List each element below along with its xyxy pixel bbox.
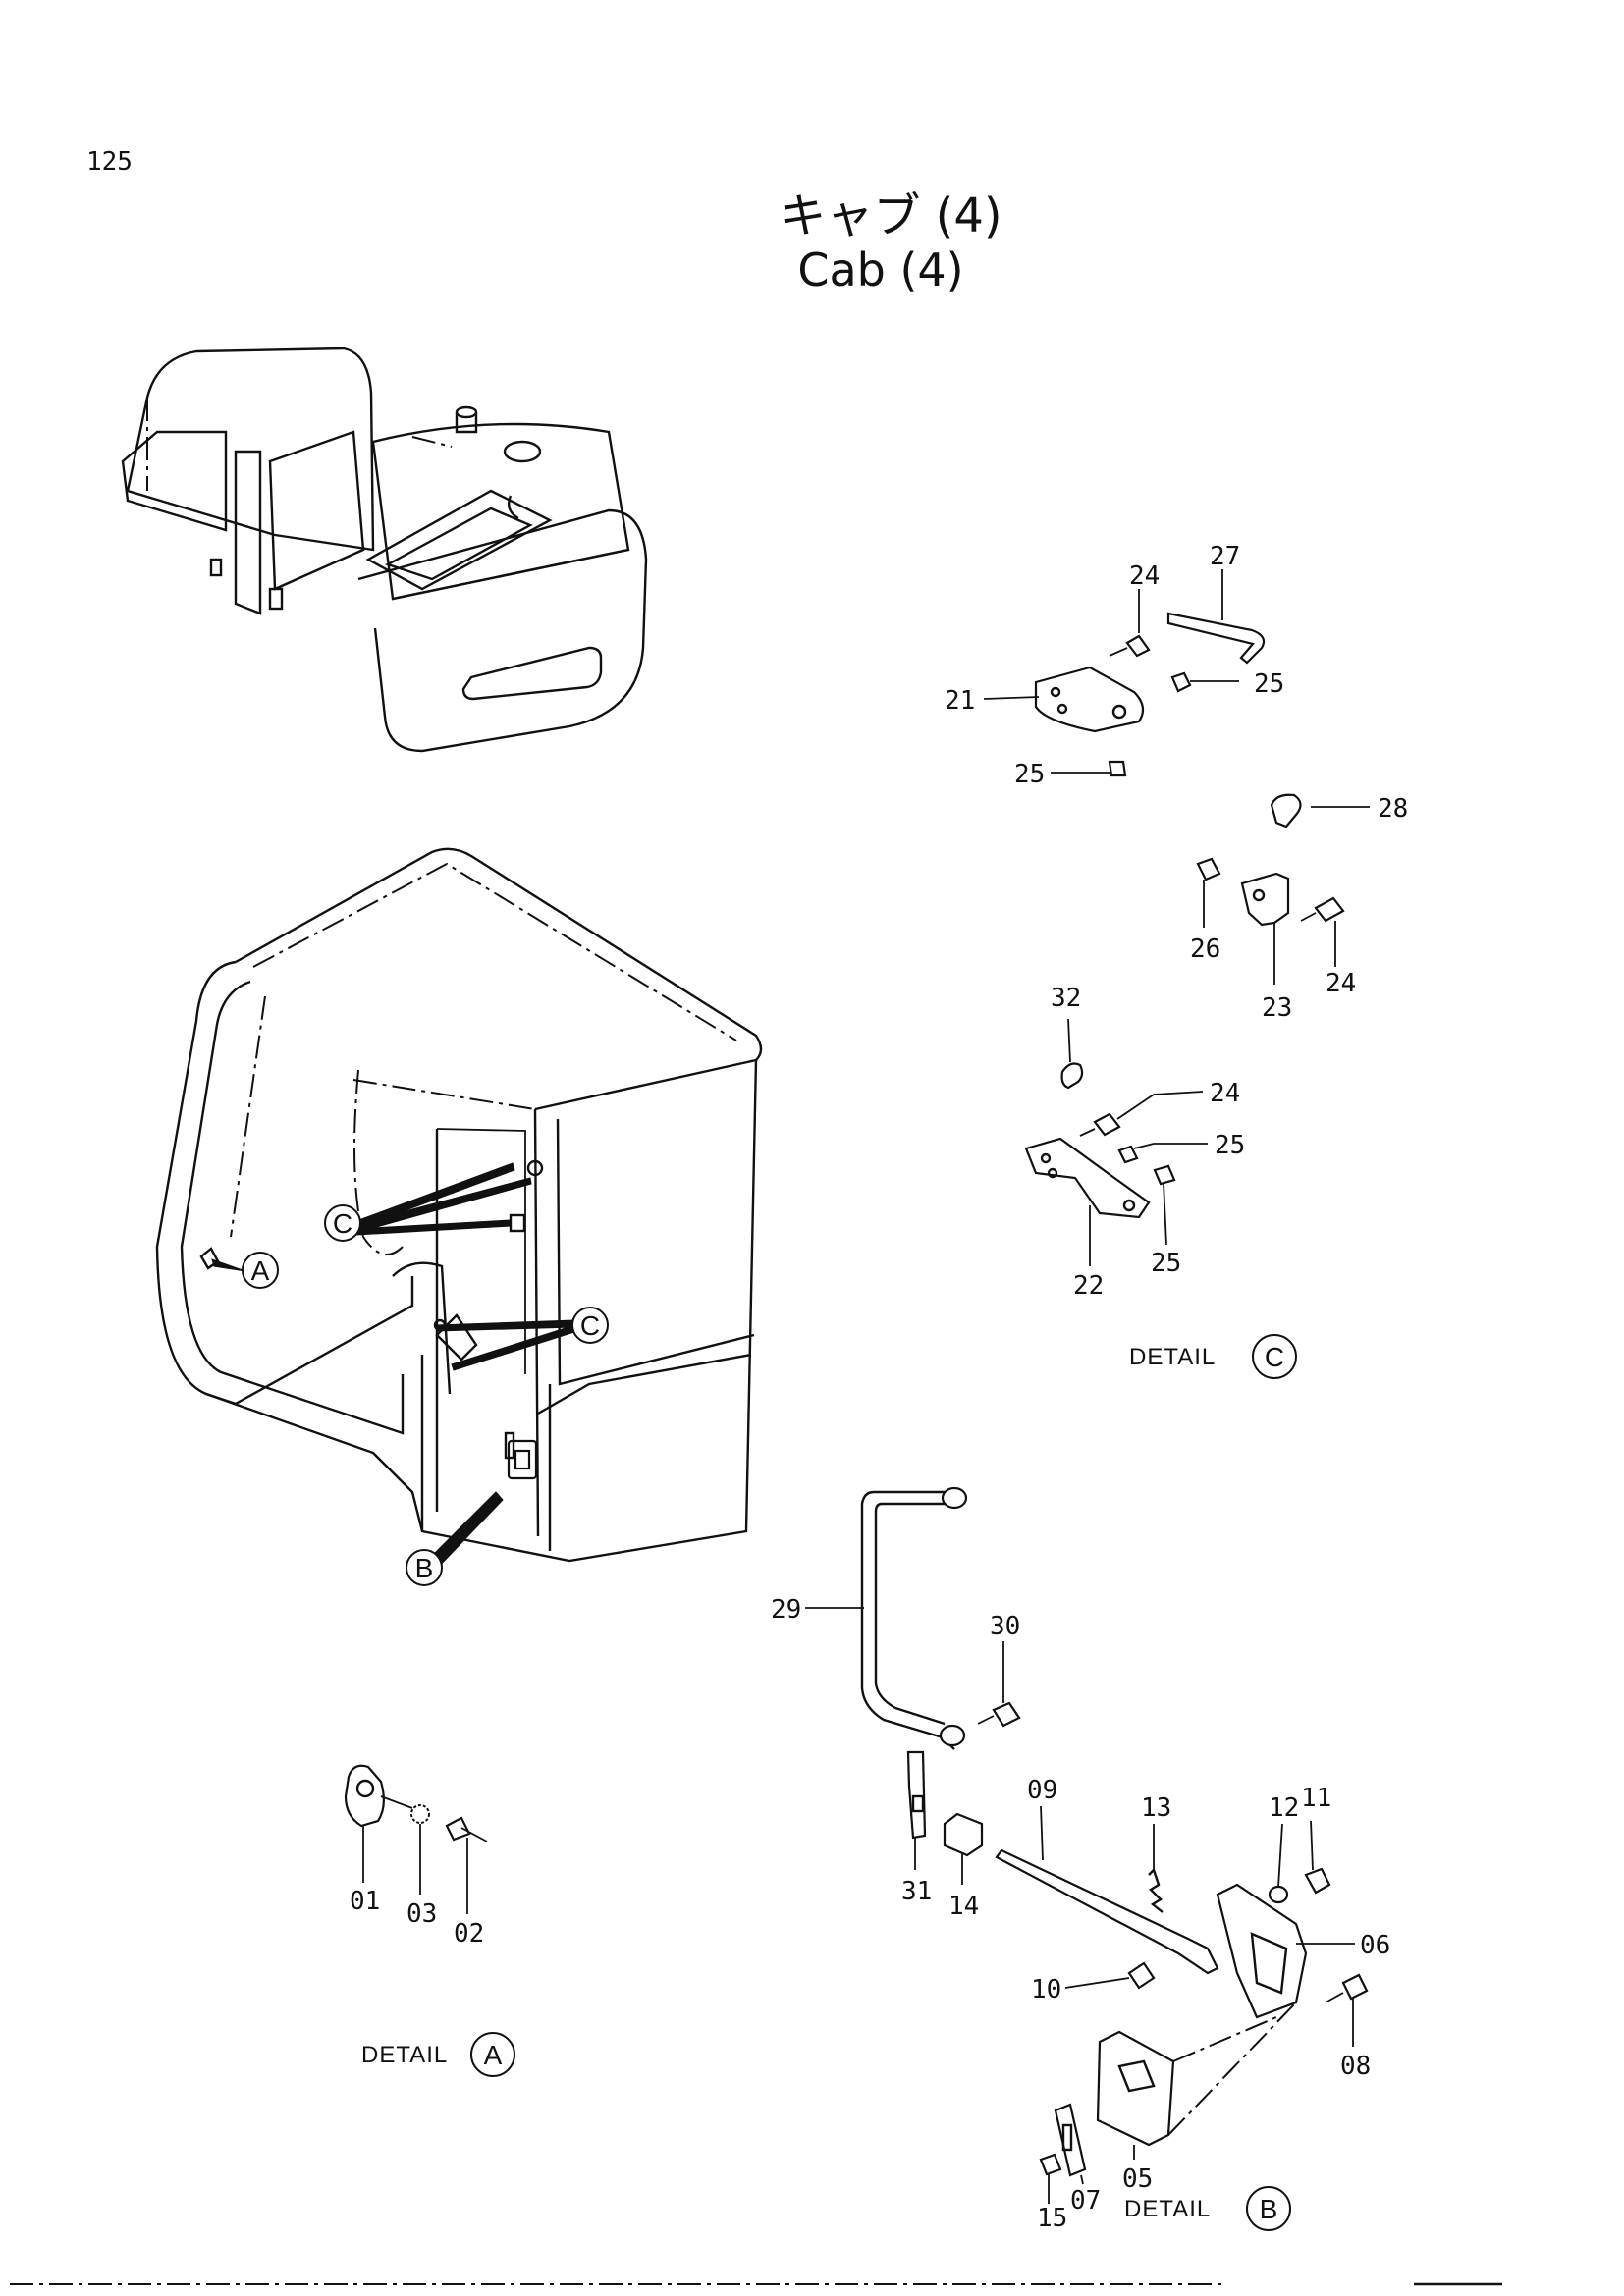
detail-c-parts [1024,612,1345,1219]
part-label-21: 21 [945,686,975,716]
part-label-31: 31 [901,1877,932,1906]
part-label-27: 27 [1210,542,1240,571]
page-number: 125 [86,147,133,177]
detail-b-parts [860,1486,1369,2177]
cab-detail-drawing [155,847,763,1563]
part-label-25: 25 [1215,1131,1245,1160]
part-label-03: 03 [406,1899,437,1929]
callout-label: C [580,1310,600,1341]
detail-label: DETAIL [1124,2196,1211,2222]
detail-caption-a: DETAIL A [361,2032,515,2077]
callout-label: B [415,1553,434,1583]
part-labels: 24 27 21 25 25 28 26 24 23 32 24 25 25 2… [350,542,1408,2233]
detail-letter: A [484,2040,503,2070]
part-label-10: 10 [1031,1975,1061,2004]
callout-c-upper: C [324,1162,532,1242]
part-label-32: 32 [1051,984,1081,1013]
detail-letter: C [1265,1342,1284,1372]
part-label-30: 30 [990,1612,1020,1641]
callout-label: A [251,1255,270,1286]
detail-a-leaders [362,1824,468,1914]
part-label-24: 24 [1326,969,1356,998]
part-label-13: 13 [1141,1793,1171,1823]
callout-label: C [333,1208,352,1239]
part-label-15: 15 [1037,2204,1067,2233]
part-label-26: 26 [1190,934,1220,964]
part-label-22: 22 [1073,1271,1104,1301]
part-label-25: 25 [1014,760,1045,789]
part-label-12: 12 [1269,1793,1299,1823]
callout-a: A [211,1252,279,1289]
part-label-23: 23 [1262,993,1292,1023]
part-label-24: 24 [1129,561,1160,591]
callout-c-lower: C [436,1307,609,1371]
part-label-24: 24 [1210,1079,1240,1108]
detail-label: DETAIL [361,2042,448,2068]
part-label-25: 25 [1151,1249,1181,1278]
page-title-japanese: キャブ (4) [779,188,1002,243]
detail-a-parts [344,1764,488,1842]
part-label-14: 14 [948,1892,979,1921]
part-label-05: 05 [1122,2164,1153,2194]
detail-c-leaders [983,569,1370,1266]
part-label-06: 06 [1360,1931,1390,1960]
part-label-28: 28 [1378,794,1408,824]
part-label-11: 11 [1301,1784,1331,1813]
detail-letter: B [1260,2194,1278,2224]
part-label-08: 08 [1340,2052,1371,2081]
machine-overview-drawing [121,347,648,753]
part-label-09: 09 [1027,1776,1057,1805]
part-label-29: 29 [771,1595,801,1625]
detail-label: DETAIL [1129,1344,1216,1370]
part-label-25: 25 [1254,669,1284,699]
part-label-01: 01 [350,1887,380,1916]
detail-caption-b: DETAIL B [1124,2186,1291,2231]
part-label-07: 07 [1070,2186,1101,2216]
detail-caption-c: DETAIL C [1129,1334,1297,1379]
detail-b-leaders [805,1607,1355,2204]
callout-b: B [406,1491,504,1586]
page-title-english: Cab (4) [797,243,964,296]
part-label-02: 02 [454,1919,484,1949]
